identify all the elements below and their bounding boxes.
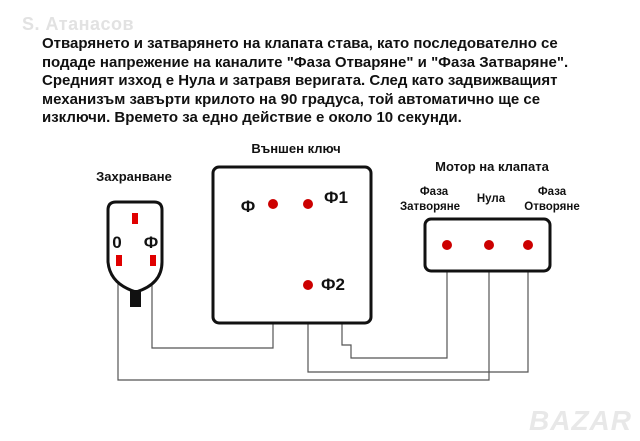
motor-pin-close-line1: Фаза [420, 186, 449, 198]
motor-pin-neutral-label: Нула [477, 193, 506, 205]
plug-label-phase: Ф [144, 233, 159, 252]
motor-terminal-close [442, 240, 452, 250]
switch-box [211, 165, 373, 325]
switch-label-f2: Ф2 [321, 275, 345, 294]
watermark-site: BAZAR [529, 405, 632, 436]
intro-text: Отварянето и затварянето на клапата став… [42, 35, 569, 126]
power-plug-body [106, 200, 164, 294]
plug-prong-top [132, 213, 138, 224]
switch-terminal-phase [268, 199, 278, 209]
watermark-author: S. Атанасов [22, 14, 135, 34]
motor-pin-open-line2: Отворяне [524, 201, 579, 213]
plug-cable-foot [130, 290, 141, 307]
plug-prong-zero [116, 255, 122, 266]
wire-f2-open [307, 245, 529, 373]
motor-pin-open-line1: Фаза [538, 186, 567, 198]
plug-label-zero: 0 [112, 233, 121, 252]
switch-terminal-f1 [303, 199, 313, 209]
power-title: Захранване [96, 169, 172, 184]
motor-terminal-open [523, 240, 533, 250]
switch-label-f1: Ф1 [324, 188, 348, 207]
motor-terminal-neutral [484, 240, 494, 250]
plug-prong-phase [150, 255, 156, 266]
motor-title: Мотор на клапата [435, 159, 549, 174]
switch-label-phase: Ф [241, 197, 256, 216]
wire-neutral [117, 245, 490, 381]
switch-title: Външен ключ [251, 141, 340, 156]
switch-terminal-f2 [303, 280, 313, 290]
motor-pin-close-line2: Затворяне [400, 201, 460, 213]
